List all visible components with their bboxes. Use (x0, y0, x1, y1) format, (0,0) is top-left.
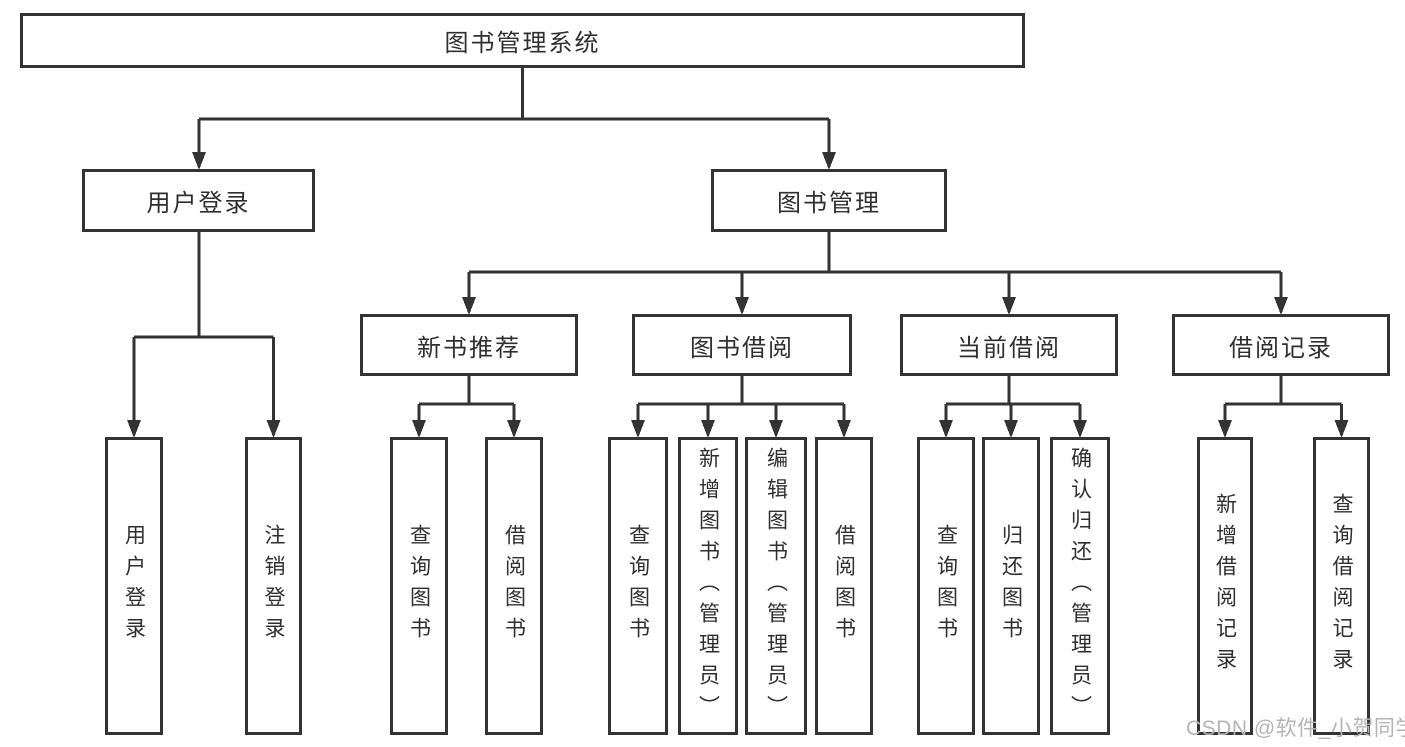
connector-root-to-level2 (192, 66, 836, 170)
node-borrow-records-label: 借阅记录 (1229, 334, 1333, 362)
leaf-query-books-newbook: 查询图书 (390, 437, 448, 735)
leaf-add-book-admin-label: 新增图书（管理员） (696, 446, 720, 726)
leaf-query-books-current: 查询图书 (917, 437, 975, 735)
node-user-login: 用户登录 (82, 169, 315, 232)
leaf-add-book-admin: 新增图书（管理员） (678, 437, 738, 735)
leaf-query-books-borrow: 查询图书 (608, 437, 668, 735)
connector-userlogin-to-leaves (127, 232, 281, 438)
node-book-management-label: 图书管理 (777, 190, 881, 217)
node-current-borrow-label: 当前借阅 (957, 334, 1061, 362)
node-current-borrow: 当前借阅 (900, 314, 1118, 376)
leaf-borrow-books-borrow-label: 借阅图书 (832, 524, 856, 648)
node-new-book-recommend: 新书推荐 (360, 314, 578, 376)
leaf-borrow-books-newbook-label: 借阅图书 (502, 524, 526, 648)
leaf-edit-book-admin: 编辑图书（管理员） (745, 437, 807, 735)
leaf-borrow-books-borrow: 借阅图书 (815, 437, 873, 735)
node-book-borrow: 图书借阅 (632, 314, 852, 376)
connector-bookmgmt-to-level3 (462, 232, 1288, 315)
connector-records-to-leaves (1218, 374, 1349, 438)
leaf-query-books-current-label: 查询图书 (934, 524, 958, 648)
node-new-book-recommend-label: 新书推荐 (417, 334, 521, 362)
leaf-borrow-books-newbook: 借阅图书 (485, 437, 543, 735)
leaf-return-book-label: 归还图书 (999, 524, 1023, 648)
leaf-query-books-newbook-label: 查询图书 (407, 524, 431, 648)
leaf-query-books-borrow-label: 查询图书 (626, 524, 650, 648)
leaf-add-borrow-record: 新增借阅记录 (1197, 437, 1253, 735)
leaf-edit-book-admin-label: 编辑图书（管理员） (764, 446, 788, 726)
leaf-query-borrow-record: 查询借阅记录 (1313, 437, 1370, 735)
leaf-query-borrow-record-label: 查询借阅记录 (1330, 493, 1353, 679)
leaf-logout-label: 注销登录 (262, 524, 285, 648)
connector-newbook-to-leaves (412, 374, 521, 438)
connector-bookborrow-to-leaves (631, 374, 851, 438)
connector-currentborrow-to-leaves (939, 374, 1087, 438)
leaf-user-login: 用户登录 (105, 437, 163, 735)
leaf-add-borrow-record-label: 新增借阅记录 (1213, 493, 1237, 679)
leaf-confirm-return-admin: 确认归还（管理员） (1050, 437, 1110, 735)
leaf-logout: 注销登录 (245, 437, 302, 735)
node-user-login-label: 用户登录 (146, 190, 251, 217)
node-borrow-records: 借阅记录 (1172, 314, 1390, 376)
csdn-watermark: CSDN @软件_小贺同学 (1186, 717, 1405, 740)
leaf-return-book: 归还图书 (982, 437, 1040, 735)
leaf-confirm-return-admin-label: 确认归还（管理员） (1068, 446, 1092, 726)
node-book-management: 图书管理 (711, 169, 947, 232)
node-book-borrow-label: 图书借阅 (690, 334, 794, 362)
node-library-system: 图书管理系统 (20, 13, 1025, 68)
node-library-system-label: 图书管理系统 (444, 30, 601, 57)
leaf-user-login-label: 用户登录 (122, 524, 146, 648)
